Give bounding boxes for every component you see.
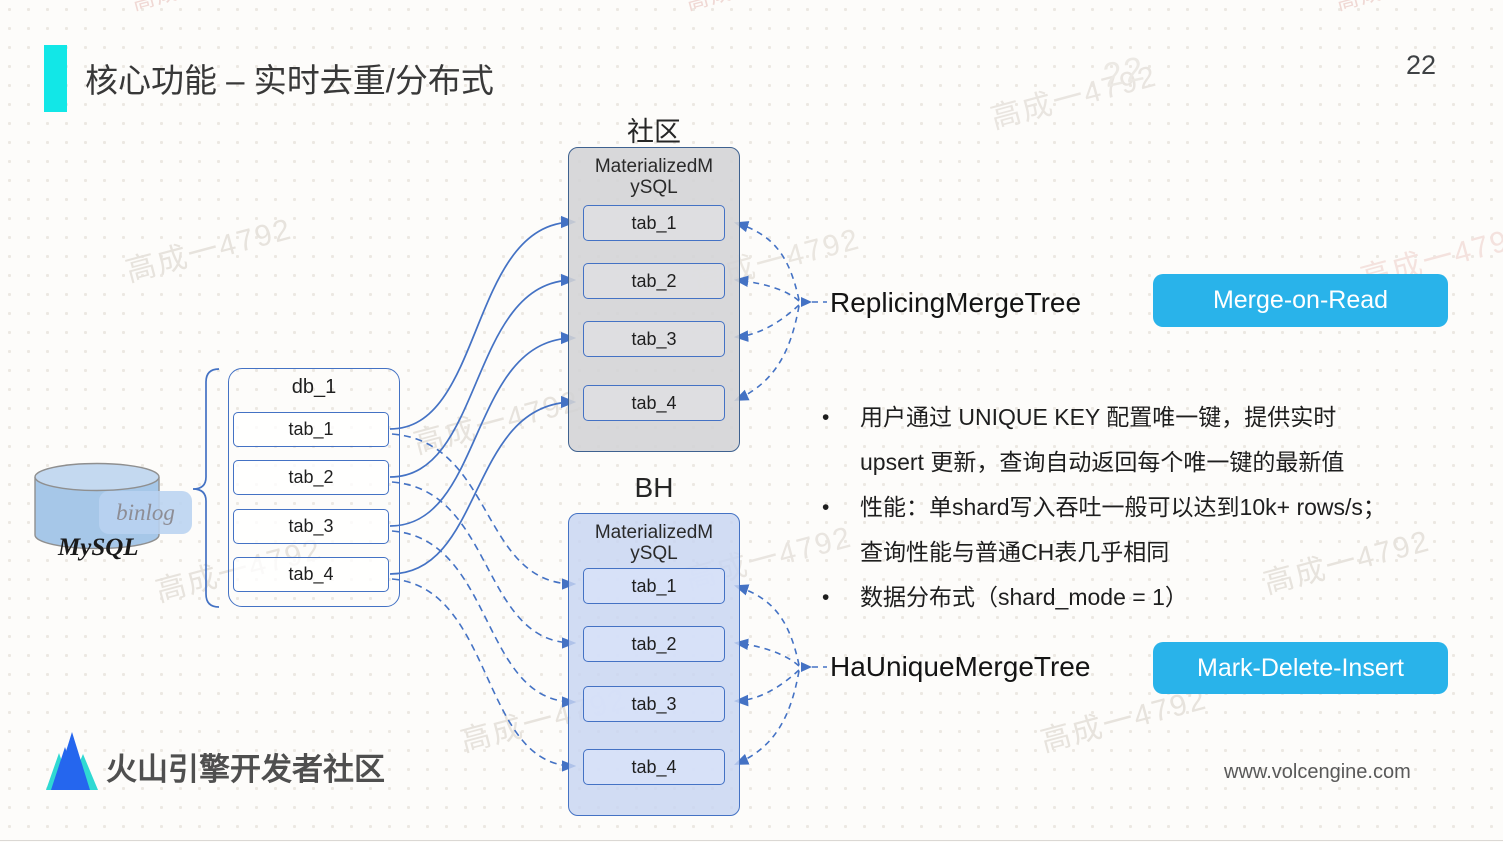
bullet-item: • 数据分布式（shard_mode = 1） (822, 575, 1480, 620)
mark-delete-insert-badge: Mark-Delete-Insert (1153, 642, 1448, 694)
bh-engine-label: MaterializedM ySQL (594, 522, 714, 564)
community-group-label: 社区 (627, 117, 681, 147)
bullet-dot: • (822, 586, 830, 609)
bh-engine-fan-arrows (733, 584, 827, 765)
fan-point-arrow (801, 297, 812, 307)
volcengine-logo-icon (46, 732, 98, 790)
bh-group-label: BH (634, 472, 674, 503)
db-table-tab1: tab_1 (233, 412, 389, 447)
binlog-badge: binlog (99, 491, 192, 534)
fan-point-arrow (801, 662, 812, 672)
page-number: 22 (1406, 50, 1437, 80)
community-box: MaterializedM ySQL tab_1 tab_2 tab_3 tab… (568, 147, 740, 452)
page-title: 核心功能 – 实时去重/分布式 (85, 62, 494, 99)
bullet-item: • 性能：单shard写入吞吐一般可以达到10k+ rows/s； 查询性能与普… (822, 485, 1480, 575)
community-table-tab3: tab_3 (583, 321, 725, 357)
bh-table-tab4: tab_4 (583, 749, 725, 785)
community-table-tab2: tab_2 (583, 263, 725, 299)
mysql-label: MySQL (58, 534, 139, 561)
bh-box: MaterializedM ySQL tab_1 tab_2 tab_3 tab… (568, 513, 740, 816)
website-url: www.volcengine.com (1224, 761, 1411, 783)
db-table-tab2: tab_2 (233, 460, 389, 495)
db-to-community-arrows (389, 215, 577, 575)
community-engine-label: MaterializedM ySQL (594, 156, 714, 198)
haunique-mergetree-label: HaUniqueMergeTree (830, 651, 1091, 682)
db-table-tab4: tab_4 (233, 557, 389, 592)
community-table-tab1: tab_1 (583, 205, 725, 241)
db-table-tab3: tab_3 (233, 509, 389, 544)
db1-title: db_1 (291, 376, 337, 398)
bullet-text: 性能：单shard写入吞吐一般可以达到10k+ rows/s； 查询性能与普通C… (860, 494, 1386, 565)
bh-table-tab1: tab_1 (583, 568, 725, 604)
title-accent-bar (44, 45, 67, 112)
bottom-divider (0, 840, 1503, 841)
replacing-mergetree-label: ReplicingMergeTree (830, 287, 1082, 318)
bullet-text: 数据分布式（shard_mode = 1） (860, 584, 1188, 610)
brace-connector (192, 368, 220, 608)
db1-box: db_1 tab_1 tab_2 tab_3 tab_4 (228, 368, 400, 607)
bullet-dot: • (822, 406, 830, 429)
bullet-dot: • (822, 496, 830, 519)
bullet-text: 用户通过 UNIQUE KEY 配置唯一键，提供实时 upsert 更新，查询自… (860, 404, 1345, 475)
merge-on-read-badge: Merge-on-Read (1153, 274, 1448, 327)
community-engine-fan-arrows (733, 221, 827, 401)
bullet-item: • 用户通过 UNIQUE KEY 配置唯一键，提供实时 upsert 更新，查… (822, 395, 1480, 485)
brand-name: 火山引擎开发者社区 (106, 752, 385, 787)
community-table-tab4: tab_4 (583, 385, 725, 421)
bh-table-tab3: tab_3 (583, 686, 725, 722)
bh-table-tab2: tab_2 (583, 626, 725, 662)
db-to-bh-arrows (391, 433, 577, 772)
